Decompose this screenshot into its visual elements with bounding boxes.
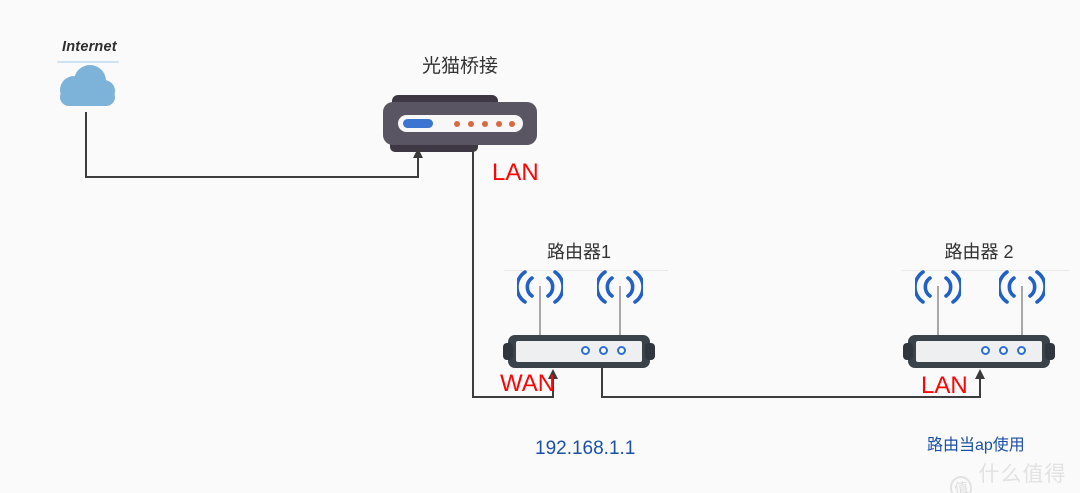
port-indicator <box>1017 346 1026 355</box>
router2-lan-port-label: LAN <box>921 372 968 399</box>
router-side-tab <box>503 343 513 360</box>
router2-divider-line <box>902 270 1070 271</box>
wifi-signal-icon <box>999 270 1045 304</box>
router2-faceplate <box>916 341 1042 362</box>
port-indicator <box>617 346 626 355</box>
modem-icon <box>383 102 537 145</box>
router2-label: 路由器 2 <box>944 242 1014 262</box>
router-side-tab <box>903 343 913 360</box>
port-indicator <box>999 346 1008 355</box>
router1-faceplate <box>516 341 642 362</box>
router-side-tab <box>1045 343 1055 360</box>
wifi-signal-icon <box>517 270 563 304</box>
modem-status-light <box>403 119 433 128</box>
modem-bottom-lip <box>390 141 478 152</box>
modem-label: 光猫桥接 <box>421 56 498 77</box>
router2-ap-annotation: 路由当ap使用 <box>927 437 1025 454</box>
antenna-icon <box>1021 286 1023 336</box>
router1-icon <box>503 335 655 368</box>
modem-led <box>509 120 515 127</box>
smzdm-watermark: 值 什么值得买 <box>948 458 1080 493</box>
modem-led <box>454 120 460 127</box>
wifi-signal-icon <box>597 270 643 304</box>
port-indicator <box>581 346 590 355</box>
modem-led <box>496 120 502 127</box>
router2-node: 路由器 2 <box>902 238 1070 368</box>
internet-cloud-icon <box>60 65 115 106</box>
router1-label: 路由器1 <box>546 242 611 262</box>
router1-divider-line <box>504 270 668 271</box>
antenna-icon <box>619 286 621 336</box>
cloud-divider-line <box>57 61 119 63</box>
router1-wan-port-label: WAN <box>500 370 556 397</box>
router-side-tab <box>645 343 655 360</box>
router1-node: 路由器1 <box>503 238 668 368</box>
internet-label: Internet <box>62 39 117 55</box>
wire-internet-to-modem <box>85 112 423 178</box>
modem-node: 光猫桥接 <box>383 45 537 155</box>
modem-lan-port-label: LAN <box>492 159 539 186</box>
modem-faceplate <box>398 115 523 132</box>
router1-ip-annotation: 192.168.1.1 <box>535 438 636 459</box>
port-indicator <box>599 346 608 355</box>
smzdm-logo-icon: 值 <box>948 474 975 493</box>
watermark-site-name: 什么值得买 <box>978 463 1067 486</box>
modem-led <box>482 120 488 127</box>
port-indicator <box>981 346 990 355</box>
modem-led <box>468 120 474 127</box>
router2-icon <box>903 335 1055 368</box>
wifi-signal-icon <box>915 270 961 304</box>
antenna-icon <box>937 286 939 336</box>
